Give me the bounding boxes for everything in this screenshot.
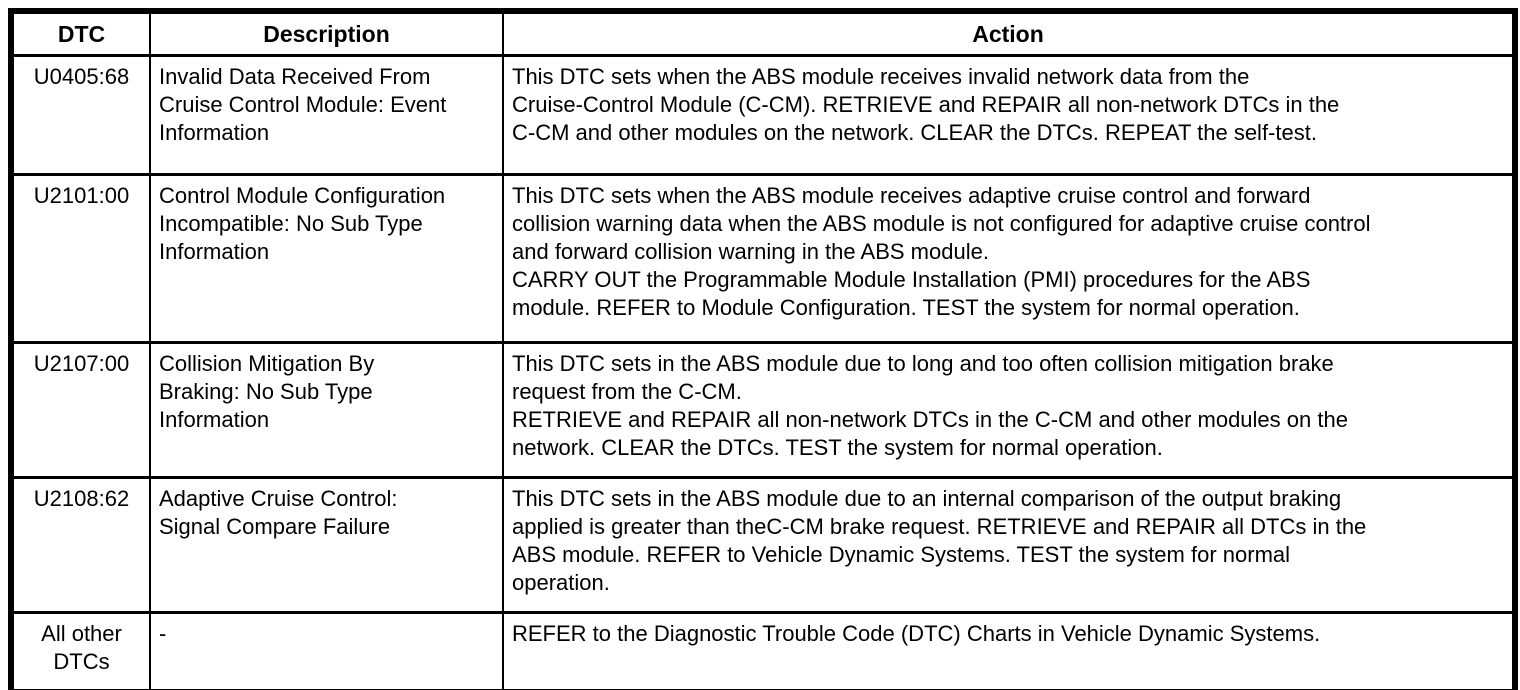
- description-cell: Control Module Configuration Incompatibl…: [149, 173, 504, 344]
- column-header-action: Action: [502, 9, 1516, 57]
- action-cell: This DTC sets when the ABS module receiv…: [502, 54, 1516, 176]
- dtc-cell: All other DTCs: [10, 611, 151, 690]
- action-cell: This DTC sets when the ABS module receiv…: [502, 173, 1516, 344]
- description-cell: -: [149, 611, 504, 690]
- column-header-dtc: DTC: [10, 9, 151, 57]
- table-row: All other DTCs-REFER to the Diagnostic T…: [10, 611, 1516, 690]
- description-cell: Invalid Data Received From Cruise Contro…: [149, 54, 504, 176]
- header-row: DTC Description Action: [10, 9, 1516, 57]
- dtc-cell: U2107:00: [10, 341, 151, 479]
- column-header-description: Description: [149, 9, 504, 57]
- description-cell: Adaptive Cruise Control: Signal Compare …: [149, 476, 504, 614]
- action-cell: REFER to the Diagnostic Trouble Code (DT…: [502, 611, 1516, 690]
- description-cell: Collision Mitigation By Braking: No Sub …: [149, 341, 504, 479]
- dtc-cell: U0405:68: [10, 54, 151, 176]
- dtc-cell: U2101:00: [10, 173, 151, 344]
- dtc-cell: U2108:62: [10, 476, 151, 614]
- action-cell: This DTC sets in the ABS module due to a…: [502, 476, 1516, 614]
- action-cell: This DTC sets in the ABS module due to l…: [502, 341, 1516, 479]
- table-header: DTC Description Action: [10, 9, 1516, 57]
